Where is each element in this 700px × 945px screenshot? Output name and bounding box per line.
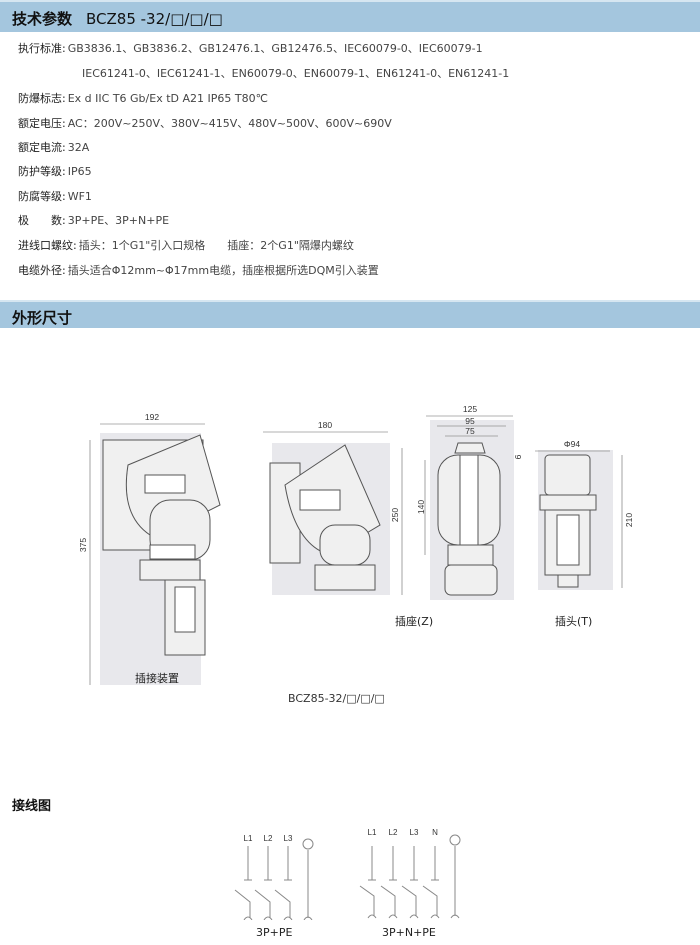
dim-front-w3: 75 xyxy=(465,426,475,436)
pole-label: L1 xyxy=(244,834,253,843)
caption-socket: 插座(Z) xyxy=(395,615,434,628)
spec-label: 电缆外径: xyxy=(18,264,66,277)
caption-plug: 插头(T) xyxy=(555,615,593,628)
spec-value: IP65 xyxy=(67,165,92,178)
spec-value: AC：200V~250V、380V~415V、480V~500V、600V~69… xyxy=(67,117,392,130)
spec-poles: 极 数:3P+PE、3P+N+PE xyxy=(18,212,169,228)
spec-voltage: 额定电压:AC：200V~250V、380V~415V、480V~500V、60… xyxy=(18,115,392,131)
spec-protection: 防护等级:IP65 xyxy=(18,163,92,179)
pole-label: L3 xyxy=(410,828,419,837)
dimension-lines xyxy=(89,415,623,685)
spec-label: 额定电流: xyxy=(18,141,66,154)
wiring-caption-3p-n-pe: 3P+N+PE xyxy=(382,926,436,939)
spec-ex-marking: 防爆标志:Ex d IIC T6 Gb/Ex tD A21 IP65 T80℃ xyxy=(18,90,268,106)
wiring-3p-pe xyxy=(234,838,314,920)
spec-cable: 电缆外径:插头适合Φ12mm~Φ17mm电缆，插座根据所选DQM引入装置 xyxy=(18,262,379,278)
spec-thread: 进线口螺纹:插头：1个G1"引入口规格 插座：2个G1"隔爆内螺纹 xyxy=(18,237,354,253)
spec-current: 额定电流:32A xyxy=(18,139,89,155)
spec-label: 执行标准: xyxy=(18,42,66,55)
caption-assembly: 插接装置 xyxy=(135,672,179,685)
caption-model: BCZ85-32/□/□/□ xyxy=(288,692,385,705)
spec-value: GB3836.1、GB3836.2、GB12476.1、GB12476.5、IE… xyxy=(67,42,483,55)
spec-label: 进线口螺纹: xyxy=(18,239,77,252)
spec-label: 防护等级: xyxy=(18,165,66,178)
spec-value: 插头适合Φ12mm~Φ17mm电缆，插座根据所选DQM引入装置 xyxy=(67,264,379,277)
model-number: BCZ85 -32/□/□/□ xyxy=(86,10,223,28)
assembly-drawing xyxy=(102,434,221,656)
dim-front-w1: 125 xyxy=(463,404,477,414)
dim-front-w2: 95 xyxy=(465,416,475,426)
spec-value: 插头：1个G1"引入口规格 插座：2个G1"隔爆内螺纹 xyxy=(78,239,354,252)
pole-label: L2 xyxy=(389,828,398,837)
dim-socket-height: 250 xyxy=(390,508,400,522)
dimension-drawings: 192 375 180 250 125 95 75 140 9 Φ94 210 xyxy=(78,404,634,685)
spec-value: Ex d IIC T6 Gb/Ex tD A21 IP65 T80℃ xyxy=(67,92,268,105)
wiring-3p-n-pe xyxy=(359,834,461,919)
pole-label: N xyxy=(432,828,438,837)
spec-label: 额定电压: xyxy=(18,117,66,130)
socket-side-drawing xyxy=(269,444,381,591)
spec-label: 防爆标志: xyxy=(18,92,66,105)
spec-label: 防腐等级: xyxy=(18,190,66,203)
pole-label: L1 xyxy=(368,828,377,837)
dim-front-h: 140 xyxy=(416,500,426,514)
dim-socket-width: 180 xyxy=(318,420,332,430)
plug-drawing xyxy=(539,454,597,588)
pole-label: L3 xyxy=(284,834,293,843)
spec-value: 32A xyxy=(67,141,90,154)
spec-value: WF1 xyxy=(67,190,92,203)
dim-plug-height: 210 xyxy=(624,513,634,527)
spec-value: 3P+PE、3P+N+PE xyxy=(67,214,170,227)
dim-front-d: 9 xyxy=(513,455,523,460)
dim-plug-dia: Φ94 xyxy=(564,439,581,449)
section-header-dimensions: 外形尺寸 xyxy=(0,300,700,328)
socket-front-drawing xyxy=(437,442,501,596)
spec-standards-cont: IEC61241-0、IEC61241-1、EN60079-0、EN60079-… xyxy=(82,67,510,80)
wiring-caption-3p-pe: 3P+PE xyxy=(256,926,293,939)
spec-anticorrosion: 防腐等级:WF1 xyxy=(18,188,92,204)
spec-standards: 执行标准:GB3836.1、GB3836.2、GB12476.1、GB12476… xyxy=(18,40,483,56)
pole-label: L2 xyxy=(264,834,273,843)
section-title: 外形尺寸 xyxy=(12,309,73,327)
dim-assembly-width: 192 xyxy=(145,412,159,422)
wiring-title: 接线图 xyxy=(12,799,52,814)
spec-label: 极 数: xyxy=(18,214,66,227)
section-header-specs: 技术参数 BCZ85 -32/□/□/□ xyxy=(0,0,700,32)
wiring-diagrams: L1 L2 L3 L1 L2 L3 N xyxy=(234,828,461,920)
dim-assembly-height: 375 xyxy=(78,538,88,552)
section-title: 技术参数 xyxy=(12,10,73,28)
